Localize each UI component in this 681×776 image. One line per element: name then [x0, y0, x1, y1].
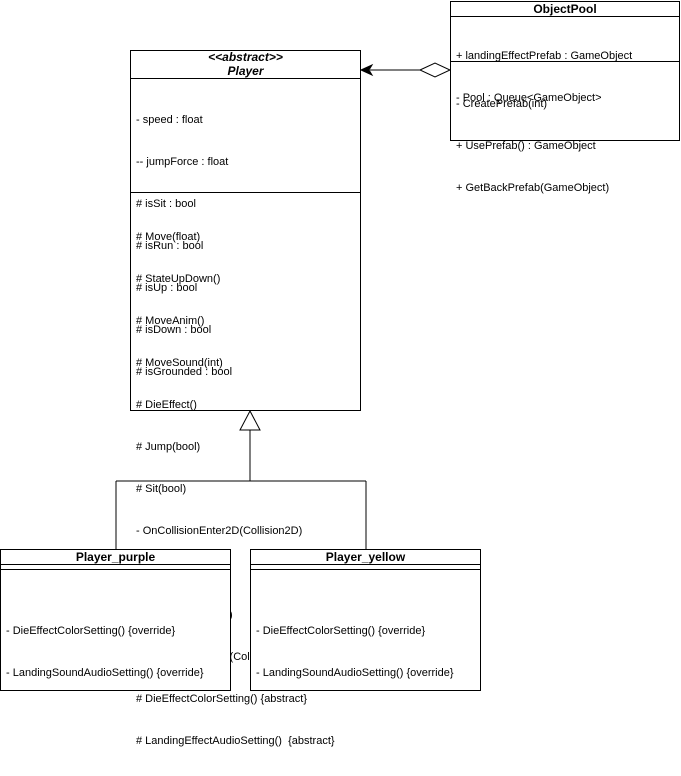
- attribute: - speed : float: [136, 114, 203, 126]
- operation: # Sit(bool): [136, 483, 187, 495]
- attribute: + landingEffectPrefab : GameObject: [456, 50, 633, 62]
- attribute: # isDown : bool: [136, 324, 212, 336]
- attribute-compartment: [1, 565, 230, 570]
- class-name: Player_yellow: [325, 550, 406, 564]
- operation-compartment: - CreatePrefab(int) + UsePrefab() : Game…: [451, 62, 679, 223]
- operation: - LandingSoundAudioSetting() {override}: [6, 667, 204, 679]
- class-name: Player: [227, 64, 264, 78]
- operation: # MoveAnim(): [136, 315, 205, 327]
- class-header: <<abstract>> Player: [131, 51, 360, 79]
- attribute: -- jumpForce : float: [136, 156, 229, 168]
- operation: - LandingSoundAudioSetting() {override}: [256, 667, 454, 679]
- operation-compartment: - DieEffectColorSetting() {override} - L…: [251, 570, 480, 708]
- class-header: ObjectPool: [451, 2, 679, 17]
- class-name: Player_purple: [75, 550, 156, 564]
- aggregation-objectpool-player: [359, 62, 452, 78]
- attribute: # isUp : bool: [136, 282, 198, 294]
- operation: # Move(float): [136, 231, 201, 243]
- operation: - CreatePrefab(int): [456, 98, 548, 110]
- attribute: # isGrounded : bool: [136, 366, 233, 378]
- attribute-compartment: - speed : float -- jumpForce : float # i…: [131, 79, 360, 378]
- operation: # MoveSound(int): [136, 357, 223, 369]
- operation: + GetBackPrefab(GameObject): [456, 182, 610, 194]
- attribute-compartment: + landingEffectPrefab : GameObject - Poo…: [451, 17, 679, 104]
- attribute-compartment: [251, 565, 480, 570]
- aggregation-diamond: [418, 62, 452, 78]
- navigability-arrow-head: [359, 63, 374, 77]
- class-objectpool[interactable]: ObjectPool + landingEffectPrefab : GameO…: [450, 1, 680, 194]
- class-header: Player_yellow: [251, 550, 480, 565]
- operation: - DieEffectColorSetting() {override}: [256, 625, 426, 637]
- operation: + UsePrefab() : GameObject: [456, 140, 596, 152]
- operation: # StateUpDown(): [136, 273, 221, 285]
- attribute: - Pool : Queue<GameObject>: [456, 92, 602, 104]
- attribute: # isSit : bool: [136, 198, 196, 210]
- class-name: ObjectPool: [533, 2, 597, 16]
- attribute: # isRun : bool: [136, 240, 204, 252]
- class-player-purple[interactable]: Player_purple - DieEffectColorSetting() …: [0, 549, 231, 691]
- operation-compartment: - DieEffectColorSetting() {override} - L…: [1, 570, 230, 708]
- operation: # Jump(bool): [136, 441, 201, 453]
- operation: # DieEffect(): [136, 399, 197, 411]
- operation: - DieEffectColorSetting() {override}: [6, 625, 176, 637]
- class-player[interactable]: <<abstract>> Player - speed : float -- j…: [130, 50, 361, 747]
- operation: # LandingEffectAudioSetting() {abstract}: [136, 735, 335, 747]
- class-header: Player_purple: [1, 550, 230, 565]
- class-player-yellow[interactable]: Player_yellow - DieEffectColorSetting() …: [250, 549, 481, 691]
- class-stereotype: <<abstract>>: [208, 50, 283, 64]
- operation: - OnCollisionEnter2D(Collision2D): [136, 525, 303, 537]
